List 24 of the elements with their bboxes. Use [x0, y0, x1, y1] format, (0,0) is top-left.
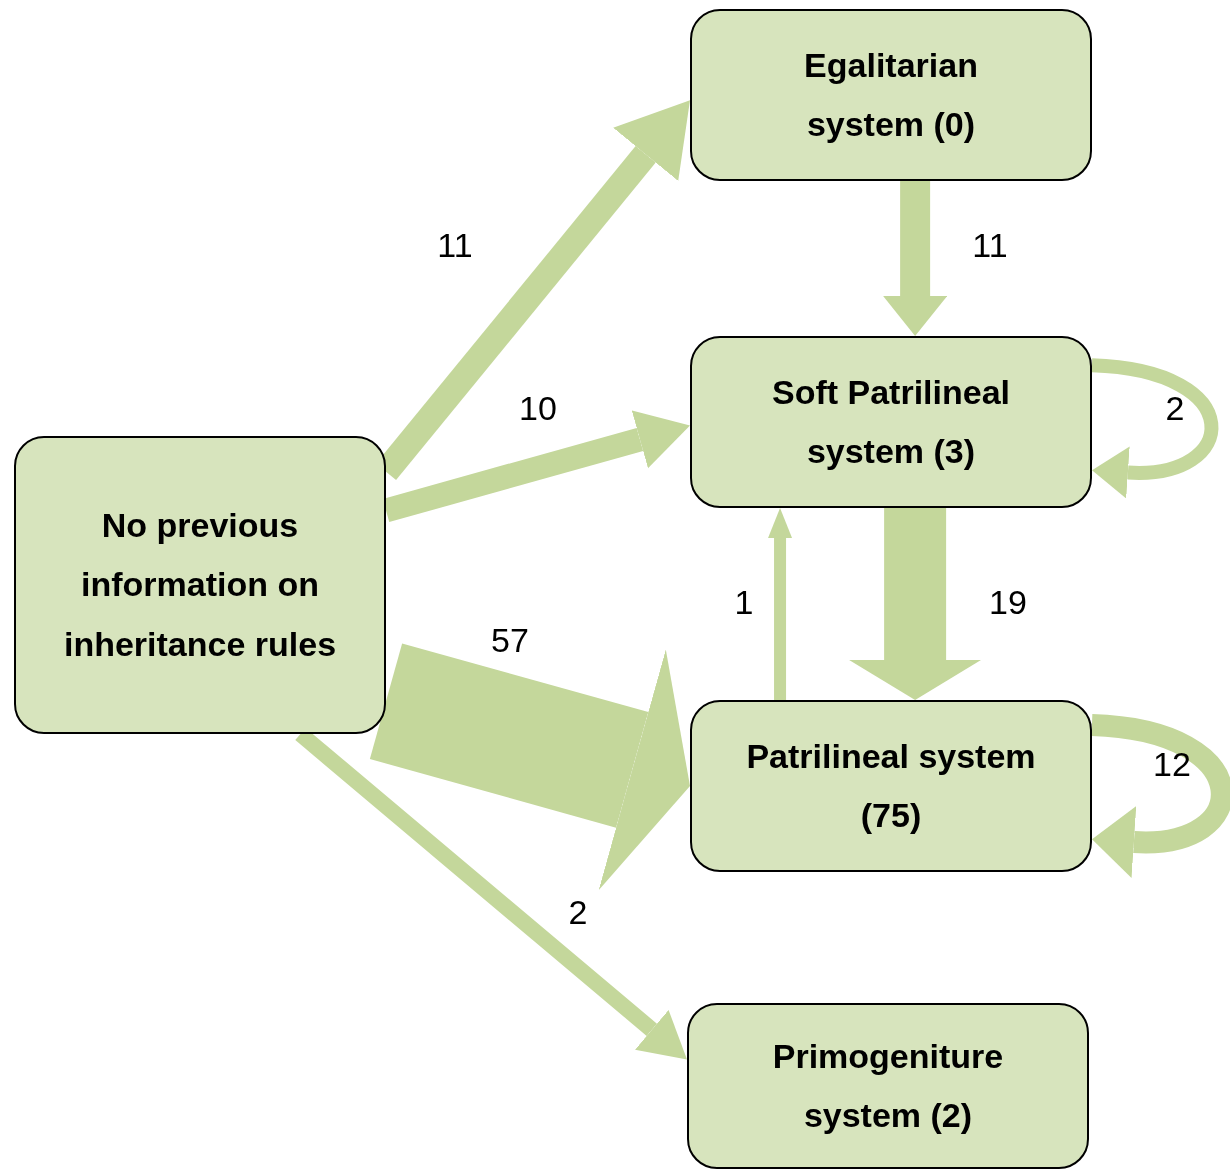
block-arrow: [849, 508, 982, 700]
block-arrow: [768, 508, 793, 700]
process-box: [690, 9, 1092, 181]
box-label: Primogeniture system (2): [771, 1035, 1005, 1136]
process-box: [687, 1003, 1089, 1169]
box-label: No previous information on inheritance rules: [62, 504, 338, 665]
edge-label: 12: [1153, 744, 1191, 784]
box-label: Patrilineal system (75): [745, 735, 1037, 836]
edge-label: 11: [972, 225, 1008, 265]
edge-label: 1: [734, 582, 754, 622]
process-box: [690, 700, 1092, 872]
box-label: Egalitarian system (0): [803, 44, 979, 145]
self-loop-arrow: [1091, 358, 1219, 499]
edge-label: 19: [989, 582, 1027, 622]
edge-label: 2: [568, 892, 588, 932]
self-loop-arrow: [1091, 714, 1230, 879]
block-arrow: [883, 181, 948, 336]
process-box: [14, 436, 386, 734]
edge-label: 57: [491, 620, 529, 660]
edge-label: 10: [519, 388, 557, 428]
edge-label: 2: [1165, 388, 1185, 428]
process-box: [690, 336, 1092, 508]
edge-label: 11: [437, 225, 473, 265]
box-label: Soft Patrilineal system (3): [770, 371, 1012, 472]
